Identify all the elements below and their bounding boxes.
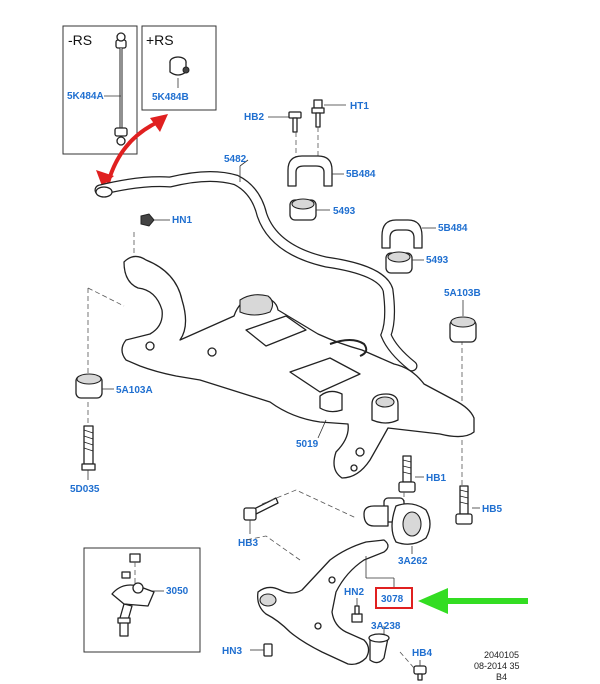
bushing-3a262 xyxy=(363,497,431,554)
label-5k484b: 5K484B xyxy=(152,92,189,103)
label-3078: 3078 xyxy=(381,594,404,605)
lower-control-arm xyxy=(250,539,389,666)
bolt-hb1 xyxy=(398,455,424,493)
bracket-5b484-top xyxy=(287,155,344,187)
bolt-hb2 xyxy=(268,111,302,133)
label-hn2: HN2 xyxy=(344,587,364,598)
label-hb2: HB2 xyxy=(244,112,264,123)
label-5482: 5482 xyxy=(224,154,247,165)
inset-ball-joint: 3050 xyxy=(83,547,201,653)
meta-line-2: 08-2014 35 xyxy=(474,661,520,671)
stabilizer-link-long xyxy=(114,32,128,146)
stud-ht1 xyxy=(311,99,346,128)
red-arrow xyxy=(96,114,168,186)
bushing-5a103a xyxy=(75,373,114,399)
bolt-hb3 xyxy=(243,497,279,534)
stabilizer-bar-5482 xyxy=(94,159,418,372)
label-hb1: HB1 xyxy=(426,473,446,484)
bracket-5b484-right xyxy=(381,219,436,249)
label-5019: 5019 xyxy=(296,439,319,450)
label-3a238: 3A238 xyxy=(371,621,401,632)
label-5a103a: 5A103A xyxy=(116,385,153,396)
label-3050: 3050 xyxy=(166,586,189,597)
label-5b484-top: 5B484 xyxy=(346,169,376,180)
inset-minus-rs-frame xyxy=(62,25,138,155)
label-hb4: HB4 xyxy=(412,648,432,659)
label-5493-right: 5493 xyxy=(426,255,449,266)
bushing-5493-right xyxy=(385,251,424,274)
inset-ball-joint-frame xyxy=(83,547,201,653)
inset-minus-rs-title: -RS xyxy=(68,32,92,48)
stud-hn2 xyxy=(351,598,363,623)
label-hn1: HN1 xyxy=(172,215,192,226)
label-hb5: HB5 xyxy=(482,504,502,515)
bolt-hb4 xyxy=(413,660,427,681)
subframe-5019 xyxy=(121,255,475,479)
highlight-3078: 3078 xyxy=(365,556,413,609)
meta-line-3: B4 xyxy=(496,672,507,682)
label-hn3: HN3 xyxy=(222,646,242,657)
inset-minus-rs: -RS 5K484A xyxy=(62,25,138,155)
bushing-5a103b xyxy=(449,300,477,343)
green-arrow xyxy=(418,588,528,614)
inset-plus-rs-frame xyxy=(141,25,217,111)
ball-joint-3a238 xyxy=(368,626,390,664)
label-5493-top: 5493 xyxy=(333,206,356,217)
label-5b484-right: 5B484 xyxy=(438,223,468,234)
ball-joint-3050 xyxy=(111,553,155,637)
label-5a103b: 5A103B xyxy=(444,288,481,299)
label-hb3: HB3 xyxy=(238,538,258,549)
bushing-5493-top xyxy=(289,198,330,221)
stabilizer-link-short xyxy=(169,56,190,76)
label-5k484a: 5K484A xyxy=(67,91,104,102)
bolt-5d035 xyxy=(81,425,96,480)
inset-plus-rs-title: +RS xyxy=(146,32,174,48)
label-3a262: 3A262 xyxy=(398,556,428,567)
nut-hn1 xyxy=(140,213,170,227)
label-5d035: 5D035 xyxy=(70,484,100,495)
bolt-hb5 xyxy=(455,485,480,525)
highlight-box-3078 xyxy=(375,587,413,609)
diagram-meta: 2040105 08-2014 35 B4 xyxy=(474,650,520,682)
inset-plus-rs: +RS 5K484B xyxy=(141,25,217,111)
label-ht1: HT1 xyxy=(350,101,369,112)
meta-line-1: 2040105 xyxy=(484,650,519,660)
